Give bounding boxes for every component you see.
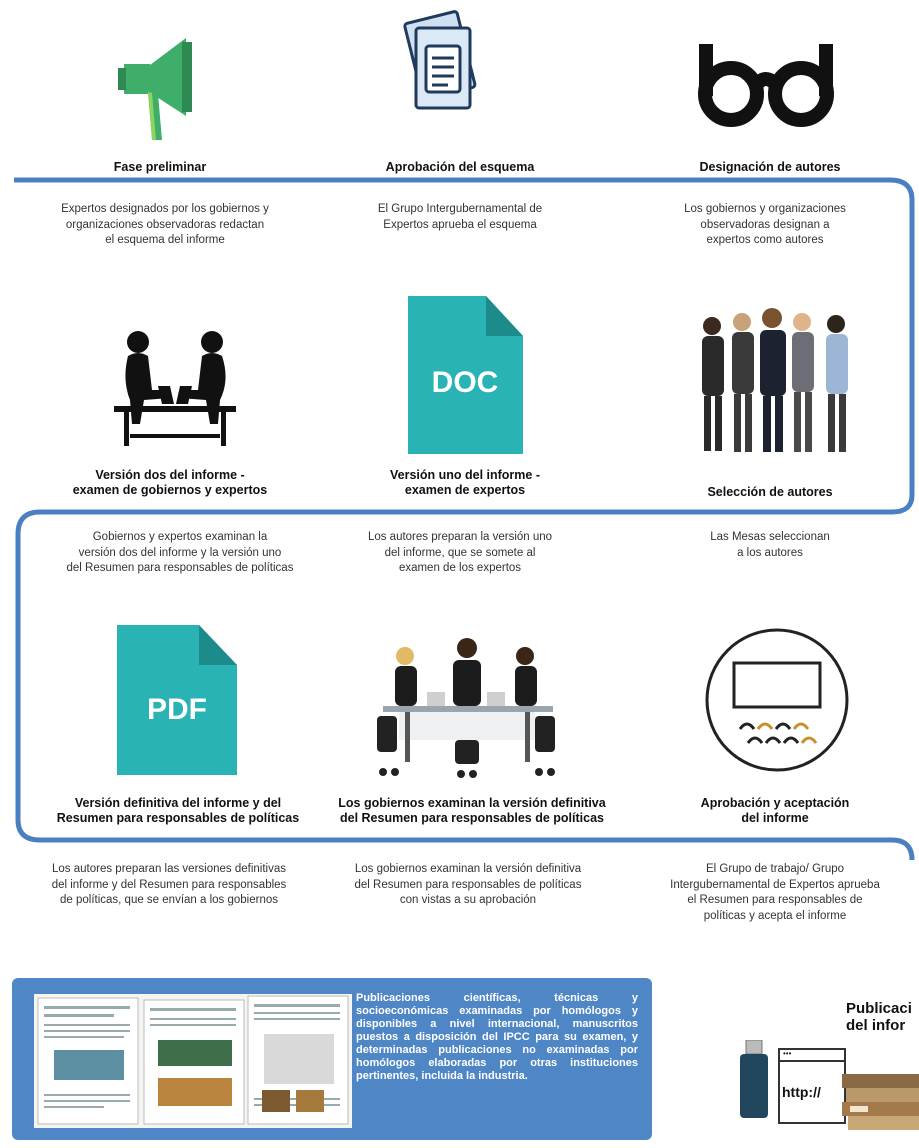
step-title-version-dos: Versión dos del informe -examen de gobie… [72,468,268,497]
step-title-aprobacion-esquema: Aprobación del esquema [385,160,535,174]
usb-drive-icon [738,1040,770,1120]
megaphone-icon [112,20,202,140]
browser-window-icon: ••• http:// [778,1048,846,1124]
presentation-audience-icon [702,625,852,775]
http-label: http:// [782,1084,821,1100]
meeting-table-icon [375,632,560,782]
doc-icon-label: DOC [432,366,499,399]
step-title-version-uno: Versión uno del informe -examen de exper… [389,468,541,497]
step-title-fase-preliminar: Fase preliminar [113,160,207,174]
journal-pages-icon [34,994,352,1128]
step-title-seleccion-autores: Selección de autores [707,485,833,499]
publications-description: Publicaciones científicas, técnicas y so… [356,992,638,1082]
pdf-file-icon: PDF [117,625,237,775]
step-title-designacion-autores: Designación de autores [699,160,841,174]
glasses-icon [697,34,837,134]
group-of-people-icon [690,300,865,455]
step-title-gobiernos-examinan: Los gobiernos examinan la versión defini… [338,796,606,825]
people-at-laptops-icon [100,320,250,450]
book-stack-icon [842,1074,919,1134]
pdf-icon-label: PDF [147,693,207,726]
publications-panel: Publicaciones científicas, técnicas y so… [12,978,652,1140]
doc-file-icon: DOC [408,296,523,454]
step-desc-version-definitiva: Los autores preparan las versiones defin… [51,863,287,906]
documents-icon [398,6,488,131]
step-desc-gobiernos-examinan: Los gobiernos examinan la versión defini… [354,863,582,906]
